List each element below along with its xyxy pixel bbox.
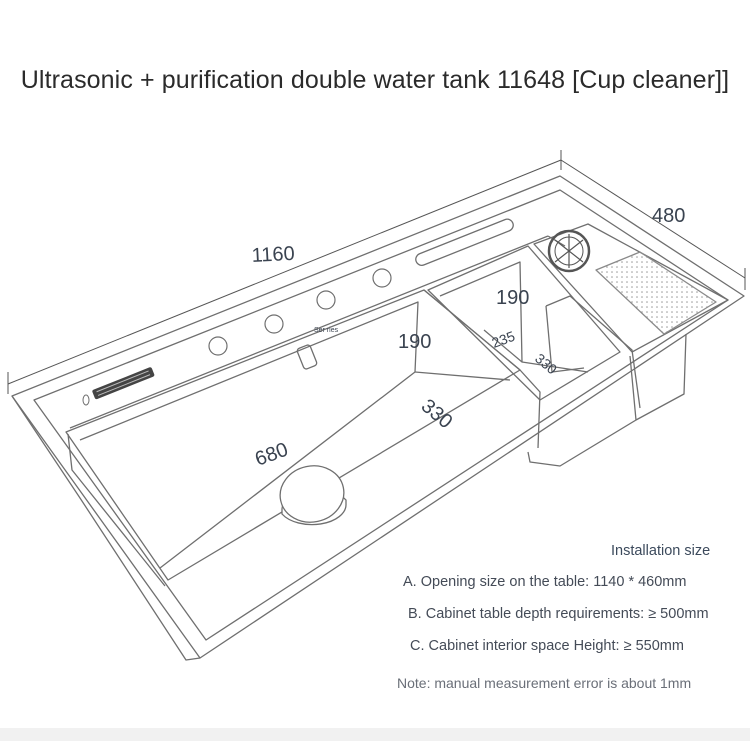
- control-knob-2[interactable]: [264, 314, 284, 334]
- dim-main-length-label: 680: [252, 439, 291, 471]
- dim-side-depth-label: 190: [496, 287, 529, 309]
- control-buttons: [208, 268, 392, 356]
- dim-side-width-label: 330: [532, 350, 560, 377]
- dimension-lines: [7, 150, 746, 394]
- display-panel: [92, 367, 155, 400]
- page-title: Ultrasonic + purification double water t…: [20, 66, 730, 94]
- bottom-strip: [0, 728, 750, 741]
- indicator-light: [82, 394, 90, 406]
- dim-length-label: 1160: [251, 243, 295, 267]
- dim-width-label: 480: [652, 205, 685, 227]
- dim-side-length-label: 235: [490, 328, 518, 351]
- dim-main-depth-label: 190: [398, 331, 431, 353]
- cup-washer-icon: [547, 229, 591, 273]
- drain-opening: [279, 465, 345, 523]
- control-knob-3[interactable]: [316, 290, 336, 310]
- sensor-label: Ser ries: [314, 327, 339, 334]
- control-knob-4[interactable]: [372, 268, 392, 288]
- control-knob-1[interactable]: [208, 336, 228, 356]
- sink-outline: [11, 175, 745, 661]
